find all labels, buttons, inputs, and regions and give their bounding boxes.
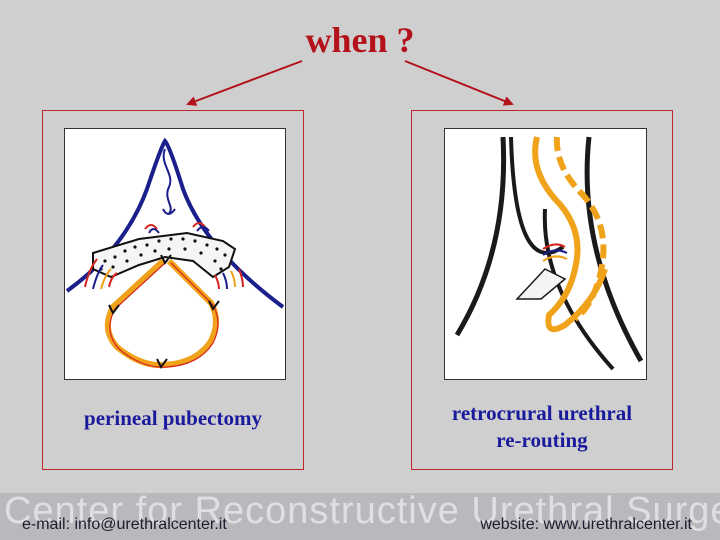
- arrow-left: [186, 60, 303, 106]
- urethra-outer: [532, 136, 608, 333]
- illustration-perineal-pubectomy: [64, 128, 286, 380]
- footer-bar: Center for Reconstructive Urethral Surge…: [0, 493, 720, 540]
- vessels-right: [192, 222, 244, 290]
- crus-left: [454, 136, 507, 337]
- bone-bar: [92, 231, 237, 279]
- title-arrows: [186, 60, 514, 106]
- panel-perineal-pubectomy: perineal pubectomy: [42, 110, 304, 470]
- caption-perineal-pubectomy: perineal pubectomy: [43, 405, 303, 432]
- urethral-loop: [104, 258, 219, 369]
- tissue-wedge: [515, 268, 567, 300]
- footer-website[interactable]: website: www.urethralcenter.it: [480, 516, 692, 533]
- apex-structure: [162, 148, 176, 215]
- pubic-arch: [65, 137, 285, 309]
- caption-line-1: retrocrural urethral: [451, 401, 633, 425]
- crus-right: [584, 136, 644, 363]
- footer-wordmark: Center for Reconstructive Urethral Surge…: [4, 493, 720, 532]
- slide-title: when ?: [305, 20, 415, 60]
- crus-center: [542, 208, 615, 371]
- bone-speckles: [99, 237, 227, 271]
- arrow-right: [404, 60, 514, 106]
- crus-left-inner: [509, 136, 565, 255]
- panel-retrocrural-rerouting: retrocrural urethral re-routing: [411, 110, 673, 470]
- caption-line-2: re-routing: [496, 428, 588, 452]
- caption-retrocrural-rerouting: retrocrural urethral re-routing: [412, 400, 672, 454]
- footer-email[interactable]: e-mail: info@urethralcenter.it: [22, 516, 227, 533]
- urethra-inner: [553, 136, 607, 322]
- caption-line: perineal pubectomy: [84, 406, 262, 430]
- sutures: [108, 254, 220, 369]
- illustration-retrocrural-rerouting: [444, 128, 647, 380]
- vessels-left: [84, 224, 160, 290]
- vessels: [542, 243, 568, 262]
